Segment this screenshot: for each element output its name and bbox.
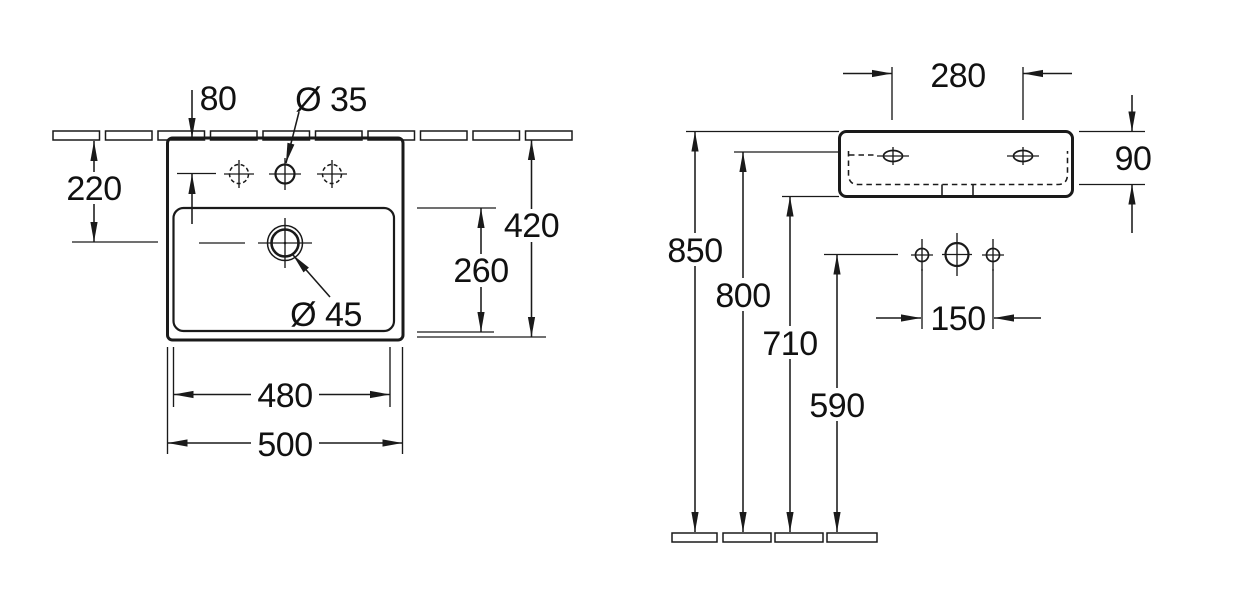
dim-dia45: Ø 45 bbox=[290, 254, 362, 334]
basin-profile bbox=[838, 130, 1074, 198]
dim-480: 480 bbox=[166, 347, 404, 454]
dim-80-label: 80 bbox=[200, 80, 237, 118]
dim-90-label: 90 bbox=[1115, 140, 1152, 178]
dim-220: 220 bbox=[61, 141, 158, 243]
tap-hole-center bbox=[269, 158, 301, 190]
wall-tile bbox=[262, 130, 311, 141]
dim-800-label: 800 bbox=[715, 277, 770, 315]
dim-280-label: 280 bbox=[930, 57, 985, 95]
wall-tile bbox=[104, 130, 153, 141]
side-view: 280 90 bbox=[661, 57, 1152, 543]
dim-dia35: Ø 35 bbox=[285, 81, 367, 164]
tap-hole-left bbox=[224, 160, 254, 188]
dim-150: 150 bbox=[876, 269, 1041, 338]
wall-section bbox=[52, 130, 573, 141]
dim-480-label: 480 bbox=[257, 377, 312, 415]
dim-420: 420 bbox=[417, 140, 565, 338]
dim-500-label: 500 bbox=[257, 426, 312, 464]
dim-260: 260 bbox=[417, 207, 515, 333]
fixing-hole-right bbox=[1007, 147, 1039, 165]
basin-bowl bbox=[172, 206, 396, 333]
basin-outline bbox=[166, 136, 405, 342]
floor-tile bbox=[722, 532, 772, 543]
dim-800: 800 bbox=[709, 151, 839, 532]
basin-inner-dashed bbox=[847, 151, 1069, 186]
dim-220-label: 220 bbox=[66, 170, 121, 208]
dim-90: 90 bbox=[1079, 95, 1152, 233]
dim-260-label: 260 bbox=[453, 252, 508, 290]
dim-420-label: 420 bbox=[504, 207, 559, 245]
floor-section bbox=[671, 532, 878, 543]
wall-tile bbox=[52, 130, 101, 141]
wall-tile bbox=[209, 130, 258, 141]
floor-tile bbox=[826, 532, 878, 543]
wall-tile bbox=[314, 130, 363, 141]
dim-710-label: 710 bbox=[762, 325, 817, 363]
dim-500: 500 bbox=[167, 426, 403, 464]
floor-tile bbox=[774, 532, 824, 543]
wall-tile bbox=[157, 130, 206, 141]
dim-590-label: 590 bbox=[809, 387, 864, 425]
dim-dia45-label: Ø 45 bbox=[290, 296, 362, 334]
supply-hole-left bbox=[911, 239, 933, 271]
dim-80: 80 bbox=[177, 80, 237, 224]
dim-280: 280 bbox=[843, 57, 1072, 120]
dim-150-label: 150 bbox=[930, 300, 985, 338]
dim-dia35-label: Ø 35 bbox=[295, 81, 367, 119]
wall-tile bbox=[367, 130, 416, 141]
floor-tile bbox=[671, 532, 718, 543]
dim-710: 710 bbox=[756, 195, 839, 532]
drain-connection bbox=[942, 233, 972, 276]
dim-850-label: 850 bbox=[667, 232, 722, 270]
dim-850: 850 bbox=[661, 130, 839, 532]
wall-tile bbox=[419, 130, 468, 141]
dim-590: 590 bbox=[803, 253, 898, 532]
top-view: 80 Ø 35 220 420 260 bbox=[52, 80, 573, 464]
fixing-hole-left bbox=[877, 147, 909, 165]
wall-tile bbox=[524, 130, 573, 141]
tap-hole-right bbox=[317, 160, 347, 188]
drain bbox=[199, 218, 312, 268]
supply-hole-right bbox=[982, 239, 1004, 271]
wall-tile bbox=[472, 130, 521, 141]
